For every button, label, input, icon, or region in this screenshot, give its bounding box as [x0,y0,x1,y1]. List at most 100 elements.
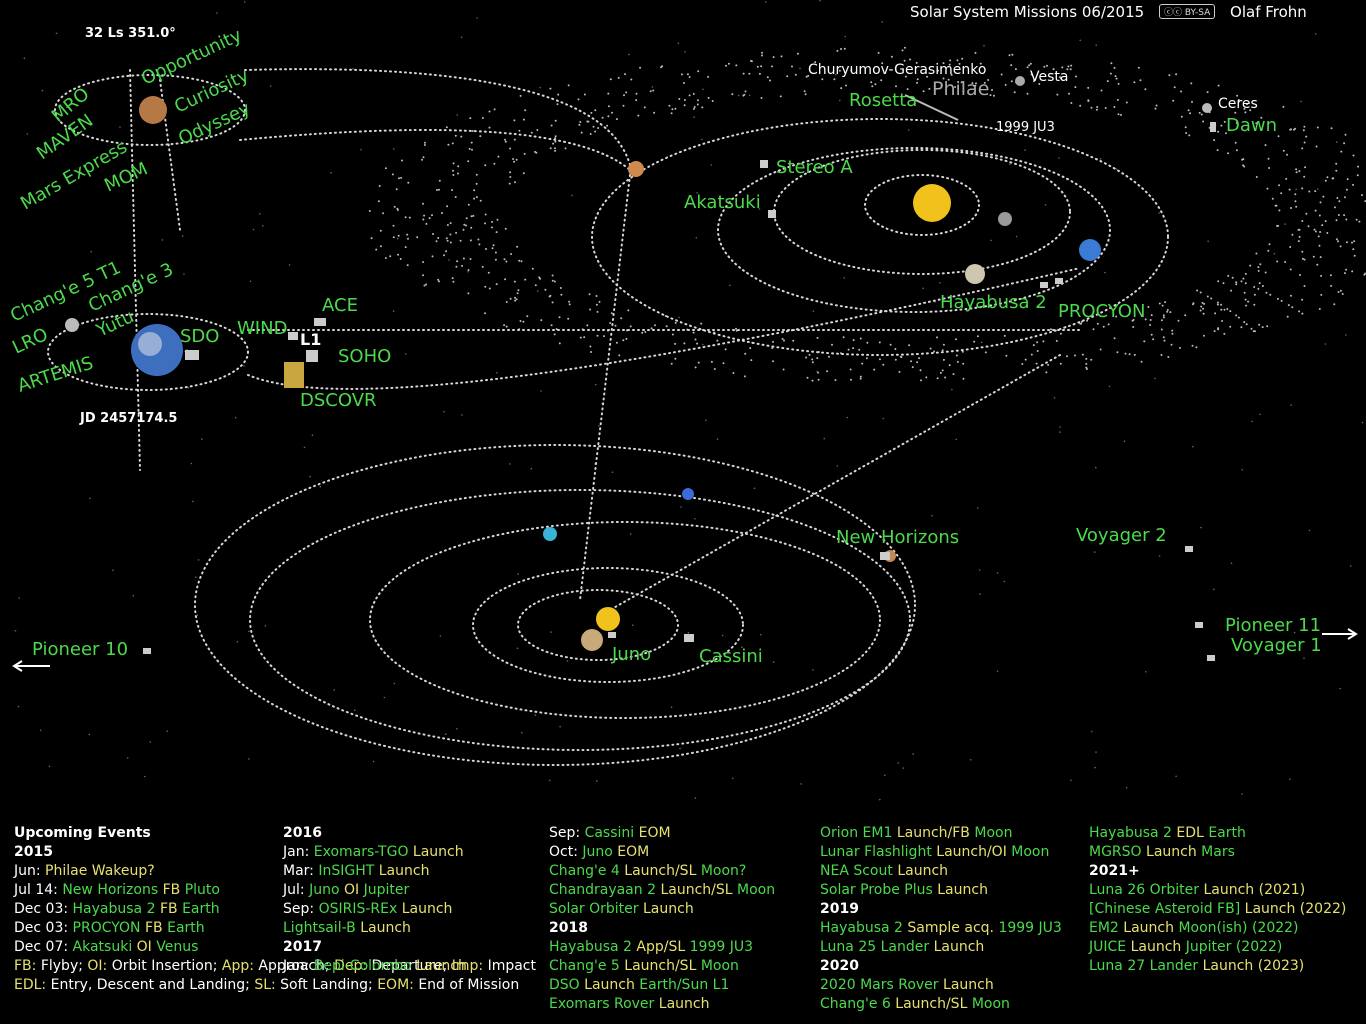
asteroid-dot [952,373,955,376]
background-star [48,765,51,768]
asteroid-dot [1170,343,1173,346]
asteroid-dot [1316,126,1319,129]
asteroid-dot [1356,174,1359,177]
background-star [1053,397,1056,399]
asteroid-dot [758,72,761,75]
asteroid-dot [1223,332,1226,335]
event-segment: Launch/SL [624,863,701,879]
label-voyager1: Voyager 1 [1231,635,1322,656]
asteroid-dot [1255,252,1258,255]
background-star [39,729,42,732]
asteroid-dot [456,260,459,263]
asteroid-dot [445,250,448,253]
background-star [1094,766,1096,769]
asteroid-dot [1206,91,1209,94]
asteroid-dot [668,104,671,107]
asteroid-dot [519,94,522,97]
background-star [1145,671,1147,673]
background-star [26,133,29,135]
asteroid-dot [607,115,610,118]
event-segment: Launch/FB [896,825,975,841]
asteroid-dot [1261,326,1264,329]
background-star [303,446,306,449]
asteroid-dot [1005,354,1008,357]
asteroid-dot [449,222,452,225]
asteroid-dot [1154,107,1157,110]
asteroid-dot [674,321,677,324]
earth-orbit [717,147,1111,313]
asteroid-dot [1075,75,1077,78]
asteroid-dot [377,200,380,203]
earth [1079,239,1101,261]
asteroid-dot [1245,304,1248,307]
event-line: EDL: Entry, Descent and Landing; SL: Sof… [14,976,536,995]
asteroid-dot [1155,104,1158,107]
event-segment: Solar Orbiter [549,901,643,917]
asteroid-dot [1116,351,1119,354]
asteroid-dot [1280,192,1283,195]
asteroid-dot [1144,88,1147,91]
event-line: Oct: Juno EOM [549,843,775,862]
event-segment: EDL [1176,825,1209,841]
background-star [1303,657,1305,659]
background-star [354,709,356,711]
asteroid-dot [1298,228,1301,231]
asteroid-dot [1282,149,1285,152]
asteroid-dot [451,277,454,280]
asteroid-dot [393,205,396,208]
background-star [976,507,979,509]
asteroid-dot [866,341,869,344]
asteroid-dot [1171,329,1174,332]
asteroid-dot [441,212,443,214]
asteroid-dot [503,258,506,261]
asteroid-dot [1255,176,1258,178]
background-star [912,753,914,755]
background-star [839,99,841,102]
asteroid-dot [549,294,552,297]
asteroid-dot [514,296,516,299]
asteroid-dot [861,362,864,365]
asteroid-dot [558,342,561,345]
background-star [596,780,598,782]
asteroid-dot [1244,298,1247,301]
event-segment: Soft Landing; [275,977,378,993]
jupiter-orbit [517,589,679,661]
event-line: Solar Orbiter Launch [549,900,775,919]
asteroid-dot [859,337,862,340]
asteroid-dot [583,336,586,339]
background-star [907,129,910,131]
background-star [17,705,20,708]
asteroid-dot [1308,190,1311,193]
asteroid-dot [1267,157,1270,160]
asteroid-dot [590,351,592,353]
event-segment: MGRSO [1089,844,1147,860]
event-segment: Earth [182,901,220,917]
asteroid-dot [1214,312,1217,315]
asteroid-dot [671,108,674,111]
asteroid-dot [794,73,797,76]
asteroid-dot [1264,144,1267,147]
asteroid-dot [554,140,557,143]
background-star [835,73,837,76]
asteroid-dot [865,357,868,360]
asteroid-dot [624,73,626,76]
asteroid-dot [1066,68,1069,71]
asteroid-dot [1070,102,1073,104]
asteroid-dot [1237,99,1240,101]
background-star [1314,33,1317,35]
event-segment: Launch [1146,844,1202,860]
asteroid-dot [595,295,598,297]
asteroid-dot [665,325,668,328]
event-segment: Flyby; [36,958,88,974]
asteroid-dot [1345,268,1348,271]
background-star [444,733,447,735]
asteroid-dot [404,216,407,219]
asteroid-dot [589,133,592,135]
background-star [196,614,199,616]
asteroid-dot [1085,357,1088,360]
asteroid-dot [806,376,809,379]
event-segment: NEA Scout [820,863,898,879]
background-star [1125,786,1128,789]
background-star [509,463,511,465]
event-segment: 2016 [283,825,322,841]
